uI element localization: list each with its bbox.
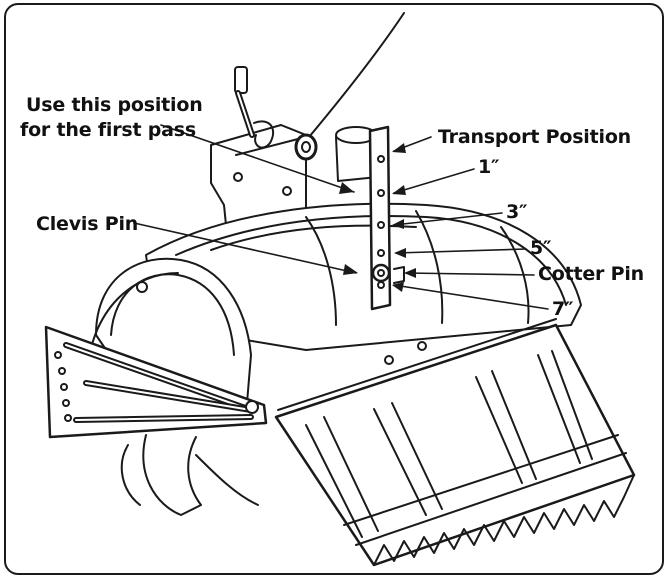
tines [120, 434, 259, 516]
depth-7-leader [393, 284, 549, 310]
transport-position-label: Transport Position [438, 126, 631, 148]
depth-1-label: 1″ [478, 156, 500, 178]
shift-lever [234, 66, 275, 149]
first-pass-label-line2: for the first pass [20, 119, 197, 141]
tine-hood [145, 202, 582, 365]
depth-bar [368, 125, 405, 311]
cotter-pin-leader [405, 272, 535, 276]
control-cable [303, 12, 405, 144]
tiller-depth-bar-illustration [44, 12, 636, 567]
leader-lines [133, 124, 549, 310]
depth-3-leader [393, 212, 503, 226]
cotter-pin-label: Cotter Pin [538, 263, 644, 285]
clevis-pin-label: Clevis Pin [36, 213, 139, 235]
depth-1-leader [393, 168, 475, 194]
diagram-frame: Use this position for the first pass Tra… [4, 3, 664, 575]
left-depth-plate [44, 325, 268, 439]
rear-flap [274, 318, 636, 567]
cotter-pin [393, 266, 405, 284]
depth-7-label: 7″ [552, 298, 574, 320]
depth-5-leader [395, 248, 527, 254]
first-pass-leader [160, 124, 355, 193]
first-pass-label-line1: Use this position [26, 94, 203, 116]
depth-5-label: 5″ [530, 237, 552, 259]
depth-3-label: 3″ [506, 201, 528, 223]
cable-collar [294, 133, 318, 161]
clevis-pin-leader [133, 222, 357, 274]
clevis-pin-head [371, 263, 391, 283]
flap-serrated-edge [373, 474, 635, 566]
